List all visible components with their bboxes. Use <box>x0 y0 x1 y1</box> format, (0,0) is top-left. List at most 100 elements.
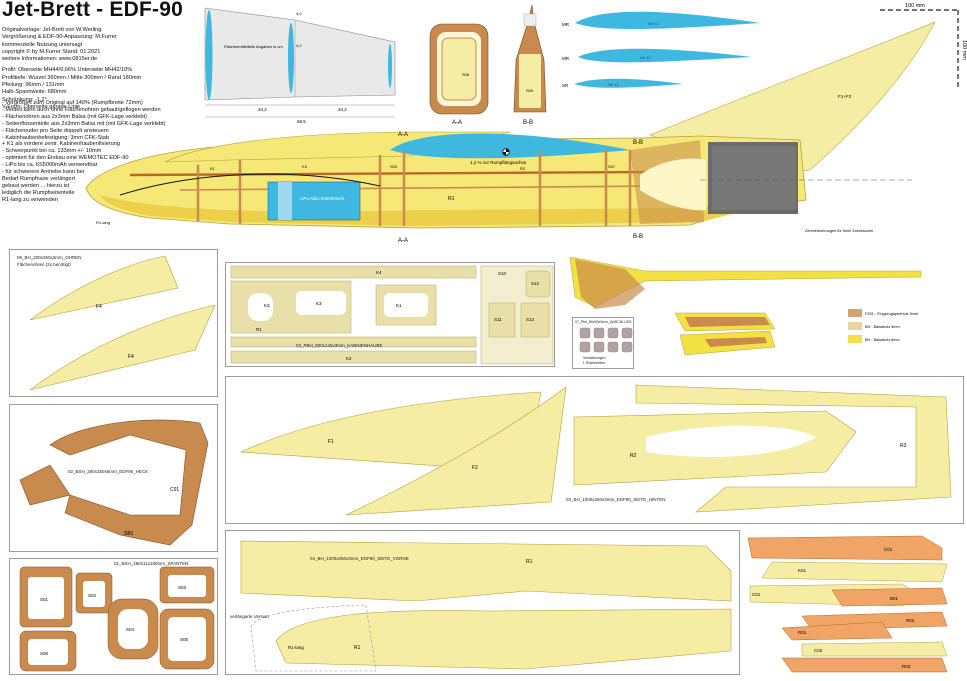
small-parts: C01 K01 C01 B01 R01 R02 C02 R03 <box>747 535 948 673</box>
sheet-spanten: S01 S02 S03 S04 S05 S06 01_BSH_280x11x18… <box>9 558 218 675</box>
build-notes: - Vergrößert zum Original auf 140% (Rump… <box>2 100 166 203</box>
sheet-spanten-title: 01_BSH_280x11x180mm_SPANTEN <box>114 561 189 566</box>
kh-part-k3a: K3 <box>264 303 270 308</box>
small-r02: R02 <box>906 618 915 623</box>
wing-planform-note: Flächenmittelteile Angaben in cm <box>224 44 283 49</box>
small-c01-a: C01 <box>884 547 893 552</box>
hinten-f2: F2 <box>472 465 478 471</box>
section-aa-label: A-A <box>452 120 462 126</box>
profile-name-3: MH 44 <box>608 83 618 87</box>
small-k01: K01 <box>798 568 807 573</box>
fuselage-s03-label: S03 <box>390 164 398 169</box>
sheet-seite-vorne-note: verlängerte Version <box>230 614 269 619</box>
kh-part-s11: S11 <box>494 317 502 322</box>
spant-s06: S06 <box>40 651 49 656</box>
wing-side-dim-b: 4,2 <box>296 43 302 48</box>
small-r03: R03 <box>902 664 911 669</box>
wing-angle-label: 1,2 % zur Rumpflängsachse <box>470 160 527 165</box>
wing-side-dim-a: 4,0 <box>296 11 302 16</box>
scale-vertical-label: 100 mm <box>961 40 967 60</box>
fuselage-r1-label: R1 <box>448 196 455 202</box>
heck-part-c01: C01 <box>170 487 179 493</box>
vorne-r1-a: R1 <box>526 559 533 565</box>
section-bb: B-B S09 <box>513 4 547 126</box>
sheet-kabinenhaube-title: 03_PBH_800x145x3mm_KABINENHAUBE <box>296 343 383 348</box>
section-bb-part: S09 <box>526 88 534 93</box>
spec-info: Originalvorlage: Jet-Brett von W.Werling… <box>2 27 142 110</box>
airfoil-profiles: MR MR SR MH 44 MH 42 MH 44 <box>562 11 760 88</box>
scale-bar: 100 mm 100 mm <box>880 3 967 90</box>
top-drawings: Flächenmittelteile Angaben in cm 34,2 34… <box>85 3 967 244</box>
kh-part-k2: K2 <box>346 356 352 361</box>
kh-part-s10: S10 <box>498 271 507 276</box>
spant-s05: S05 <box>180 637 189 642</box>
hinten-r3: R3 <box>900 443 907 449</box>
sheet-seite-vorne: R1 R1 R1-lang 04_BH_1000x250x3mm_EDF90_S… <box>225 530 740 675</box>
ohr-part-2: F4 <box>128 354 134 360</box>
section-aa: A-A S06 <box>429 23 489 126</box>
sheet-seite-vorne-title: 04_BH_1000x250x3mm_EDF90_SEITE_VORNE <box>310 556 409 561</box>
kh-part-k3b: K3 <box>316 301 322 306</box>
wing-dim-right: 34,2 <box>338 107 347 112</box>
hinten-r2: R2 <box>630 453 637 459</box>
fuselage-k3-label: K3 <box>302 164 308 169</box>
fuselage-bb-bottom: B-B <box>633 234 643 240</box>
profile-label-3: SR <box>562 83 569 88</box>
small-r01: R01 <box>798 630 807 635</box>
page-title: Jet-Brett - EDF-90 <box>2 0 183 21</box>
servo-note: Zentrierbohrungen für 5mm Zahnstocher <box>805 229 874 233</box>
kh-part-s12: S12 <box>531 281 540 286</box>
wing-planform: Flächenmittelteile Angaben in cm 34,2 34… <box>204 7 396 124</box>
profile-label-2: MR <box>562 56 570 61</box>
fuselage-r2-label: R2 <box>520 166 526 171</box>
section-aa-part: S06 <box>462 72 470 77</box>
kh-part-k4: K4 <box>376 270 382 275</box>
sheet-kabinenhaube: K4 K3 K3 R1 K1 K2 S10 S12 S11 S13 03_PBH… <box>225 262 555 367</box>
sheet-seite-hinten-title: 03_BH_1000x250x3mm_EDF90_SEITE_HINTEN <box>566 497 666 502</box>
tail-detail: FZ01 - Flugzeugsperrholz 3mm BH - Balsah… <box>569 256 922 356</box>
sheet-anschluss-title: 07_Pbh_80x50x3mm_ANSCHLUSS <box>575 320 632 324</box>
profile-name-2: MH 42 <box>640 56 650 60</box>
kh-part-k1: K1 <box>396 303 402 308</box>
kh-part-r1: R1 <box>256 327 262 332</box>
vorne-r1-b: R1 <box>354 645 361 651</box>
wing-dim-left: 34,2 <box>258 107 267 112</box>
fuselage-side-view: LiPo-Akku 6S5000mAh A-A A-A B-B B-B F1+F… <box>85 21 936 244</box>
sheet-flaechenohren-title: 05_BH_200x250x3mm_OHREN <box>17 255 82 260</box>
sheet-seite-hinten: F1 F2 R2 R3 03_BH_1000x250x3mm_EDF90_SEI… <box>225 376 964 524</box>
spant-s04: S04 <box>126 627 135 632</box>
fuselage-k1-label: K1 <box>210 166 216 171</box>
sheet-flaechenohren-subtitle: Flächenohren (2x benötigt) <box>17 262 71 267</box>
sheet-flaechenohren: F4 F4 05_BH_200x250x3mm_OHREN Flächenohr… <box>9 249 218 397</box>
fuselage-aa-top: A-A <box>398 132 408 138</box>
profile-name-1: MH 44 <box>648 22 658 26</box>
fin-label: F1+F2 <box>838 94 852 99</box>
fuselage-s07-label: S07 <box>608 164 616 169</box>
fuselage-bb-top: B-B <box>633 140 643 146</box>
small-c01-b: C01 <box>752 592 761 597</box>
kh-part-s13: S13 <box>526 317 535 322</box>
spant-s01: S01 <box>40 597 49 602</box>
r1-lang-label: R1-lang <box>96 220 110 225</box>
legend-label-1: FZ01 - Flugzeugsperrholz 3mm <box>865 312 918 316</box>
legend-label-2: BH - Balsaholz 3mm <box>865 325 900 329</box>
sheet-anschluss: 07_Pbh_80x50x3mm_ANSCHLUSS Verstärkungen… <box>572 317 634 369</box>
anschluss-note-2: f. Rudertrieber <box>583 361 606 365</box>
anschluss-note-1: Verstärkungen <box>583 356 606 360</box>
hinten-f1: F1 <box>328 439 334 445</box>
profile-label-1: MR <box>562 22 570 27</box>
scale-label: 100 mm <box>905 3 925 9</box>
spant-s03: S03 <box>178 585 187 590</box>
wing-dim-total: 68,5 <box>297 119 306 124</box>
small-c02: C02 <box>814 648 823 653</box>
vorne-r1-lang: R1-lang <box>288 645 304 650</box>
heck-part-sb1: SB1 <box>124 531 134 537</box>
lipo-label: LiPo-Akku 6S5000mAh <box>300 196 345 201</box>
ohr-part-1: F4 <box>96 304 102 310</box>
legend-label-3: BH - Balsaholz 6mm <box>865 338 900 342</box>
sheet-heck-title: 02_BSH_280x250x6mm_EDF90_HECK <box>68 469 149 474</box>
spant-s02: S02 <box>88 593 97 598</box>
sheet-heck: C01 SB1 02_BSH_280x250x6mm_EDF90_HECK <box>9 404 218 552</box>
small-b01: B01 <box>890 596 899 601</box>
fuselage-aa-bottom: A-A <box>398 238 408 244</box>
